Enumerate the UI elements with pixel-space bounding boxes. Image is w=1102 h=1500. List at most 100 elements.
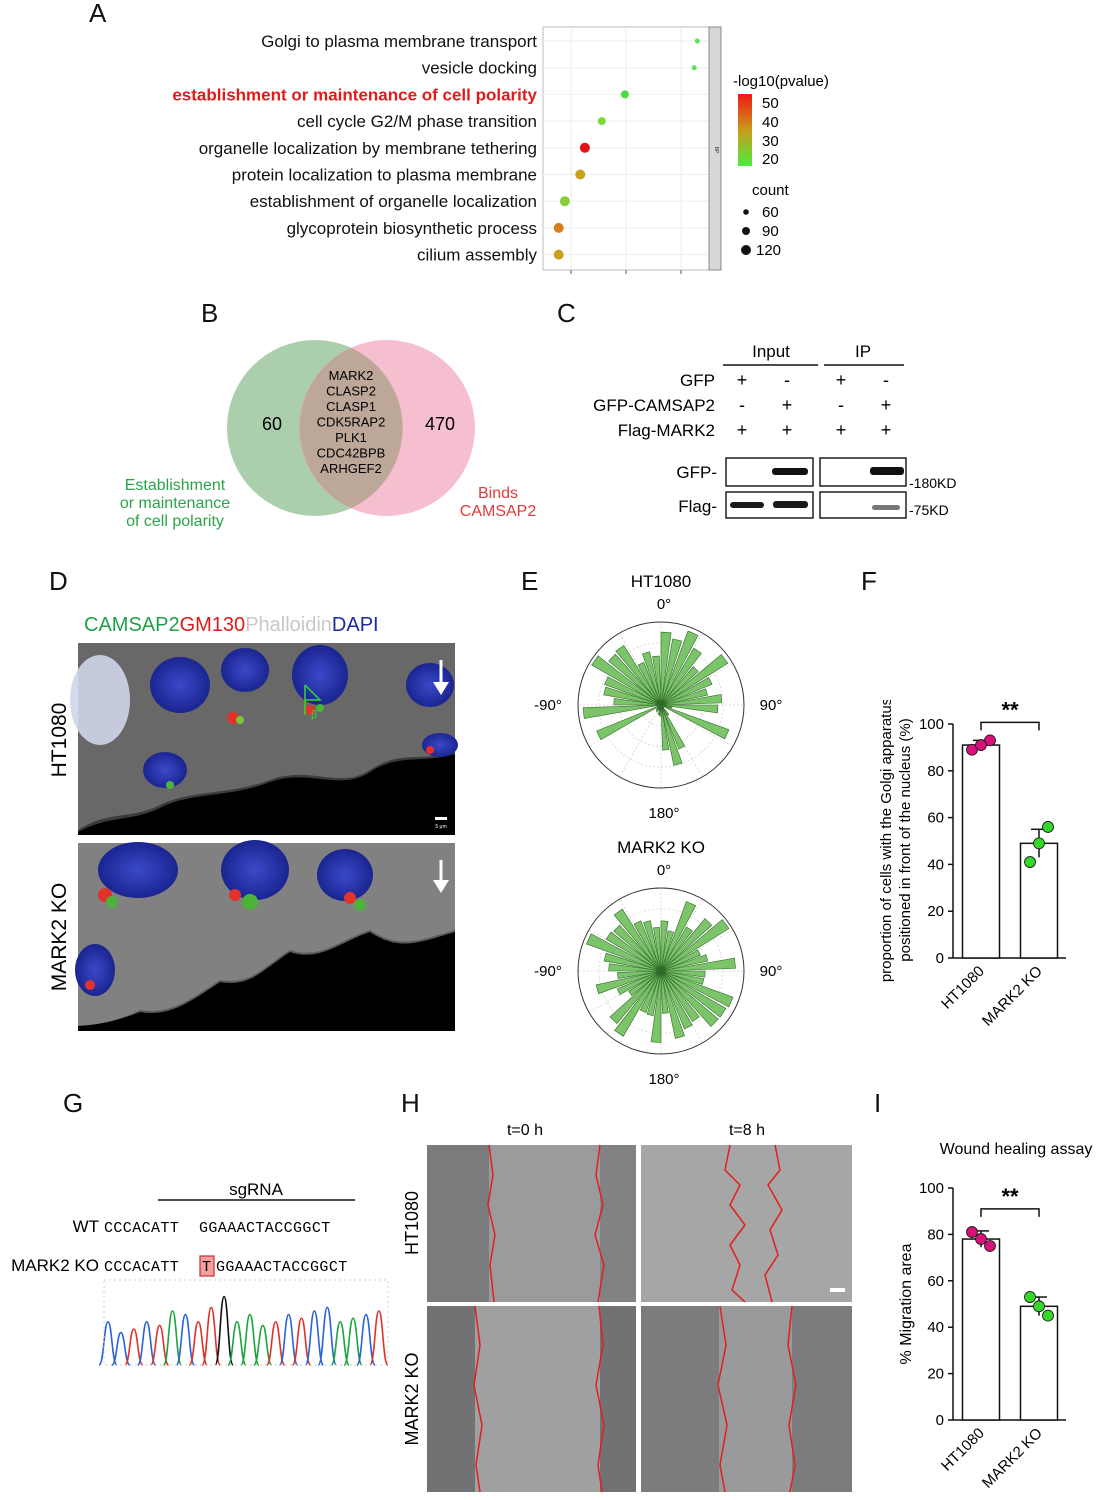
significance-label: ** (1001, 700, 1019, 722)
row-label-ht1080: HT1080 (48, 703, 71, 778)
chromatogram-peak (188, 1320, 209, 1366)
condition-rows: GFP+-+-GFP-CAMSAP2-+-+Flag-MARK2++++ (593, 370, 891, 440)
rose-petal (660, 688, 708, 706)
venn-diagram: 60 470 MARK2CLASP2CLASP1CDK5RAP2PLK1CDC4… (120, 340, 536, 530)
data-point (1024, 1291, 1036, 1303)
row-label-ht1080: HT1080 (402, 1191, 422, 1255)
rose-petal (660, 918, 713, 972)
coip-western-blot: Input IP GFP+-+-GFP-CAMSAP2-+-+Flag-MARK… (593, 342, 956, 519)
go-term-label: cell cycle G2/M phase transition (297, 112, 537, 131)
rose-petal (603, 952, 662, 972)
data-point (984, 1240, 996, 1252)
legend-size-tick: 90 (762, 223, 779, 240)
condition-sign: - (883, 370, 889, 390)
rose-angle-label: 90° (760, 963, 783, 980)
panel-letter-h: H (401, 1088, 420, 1118)
rose-title: MARK2 KO (617, 838, 705, 857)
chromatogram-peak (253, 1324, 273, 1366)
go-term-dot (694, 38, 700, 44)
venn-left-label: Establishment (125, 477, 226, 494)
rose-petal (595, 970, 662, 995)
x-tick-label: MARK2 KO (979, 1425, 1046, 1492)
rose-petal (653, 926, 662, 972)
venn-right-label: Binds (478, 485, 518, 502)
rose-petal (628, 970, 662, 997)
rose-petal (660, 677, 713, 706)
rose-petal (660, 920, 669, 972)
rose-petal (639, 970, 662, 1013)
wound-healing-images: t=0 h t=8 h HT1080 MARK2 KO (402, 1122, 852, 1493)
rose-petal (660, 694, 723, 706)
chromatogram-peak (149, 1324, 170, 1366)
legend-color-tick: 40 (762, 114, 779, 131)
rose-petal (660, 926, 693, 972)
go-term-dot (559, 196, 570, 207)
rose-petal (660, 653, 729, 706)
go-term-label: organelle localization by membrane tethe… (199, 139, 537, 158)
scale-bar (830, 1288, 845, 1292)
panel-letter-f: F (861, 566, 877, 596)
chromatogram-peak (291, 1317, 312, 1366)
y-axis-label: proportion of cells with the Golgi appar… (878, 700, 895, 982)
go-term-dot (620, 90, 629, 99)
ko-label: MARK2 KO (11, 1256, 99, 1275)
go-dots (553, 38, 700, 260)
scale-bar-label: 5 μm (435, 824, 446, 830)
rose-petal (608, 653, 662, 706)
rose-petal (613, 908, 662, 972)
wt-label: WT (73, 1217, 99, 1236)
chromatogram-peak (343, 1317, 363, 1366)
rose-petal (608, 963, 662, 972)
rose-petal (617, 970, 662, 979)
go-term-label: vesicle docking (422, 59, 537, 78)
panel-letter-g: G (63, 1088, 84, 1118)
data-point (1042, 1309, 1054, 1322)
rose-petal (605, 931, 662, 972)
venn-right-count: 470 (425, 414, 455, 434)
rose-petal (660, 970, 700, 1023)
go-term-label: protein localization to plasma membrane (232, 166, 537, 185)
rose-petal (660, 970, 727, 1018)
significance-label: ** (1001, 1184, 1019, 1209)
go-term-label: glycoprotein biosynthetic process (287, 219, 537, 238)
angle-beta: β (311, 709, 317, 721)
data-point (1033, 837, 1045, 850)
legend-color-tick: 20 (762, 151, 779, 168)
chromatogram-peak (227, 1320, 247, 1366)
venn-shared-genes: MARK2CLASP2CLASP1CDK5RAP2PLK1CDC42BPBARH… (317, 368, 386, 476)
go-term-label: establishment or maintenance of cell pol… (172, 85, 537, 104)
rose-petal (596, 704, 662, 741)
legend-color-bar (738, 94, 752, 166)
rose-petal (660, 970, 719, 1027)
rose-petal (660, 901, 697, 972)
y-tick-label: 20 (927, 1366, 944, 1383)
rose-petal (660, 666, 699, 706)
rose-petal (604, 676, 662, 706)
chromatogram-peak (98, 1320, 118, 1366)
go-term-dot (553, 222, 564, 233)
shared-gene: CLASP1 (326, 399, 376, 414)
rose-petal (660, 954, 709, 972)
chromatogram-peak (124, 1328, 144, 1366)
row-label-mark2-ko: MARK2 KO (48, 883, 71, 992)
col-label-8h: t=8 h (729, 1122, 765, 1139)
chromatogram-peak (369, 1310, 389, 1366)
rose-petal (650, 970, 662, 1043)
y-tick-label: 100 (919, 1180, 944, 1197)
go-term-dot (553, 249, 564, 260)
significance-bracket (980, 1208, 1040, 1217)
rose-petal (660, 704, 686, 750)
y-tick-label: 60 (927, 810, 944, 827)
rose-petal (641, 651, 662, 706)
row-label-mark2-ko: MARK2 KO (402, 1352, 422, 1445)
venn-overlap (299, 348, 403, 508)
go-term-label: establishment of organelle localization (250, 192, 537, 211)
y-tick-label: 80 (927, 763, 944, 780)
rose-petal (660, 630, 699, 706)
legend-color-tick: 50 (762, 95, 779, 112)
y-tick-label: 100 (919, 716, 944, 733)
shared-gene: MARK2 (329, 368, 374, 383)
chromatogram-peak (330, 1320, 350, 1366)
